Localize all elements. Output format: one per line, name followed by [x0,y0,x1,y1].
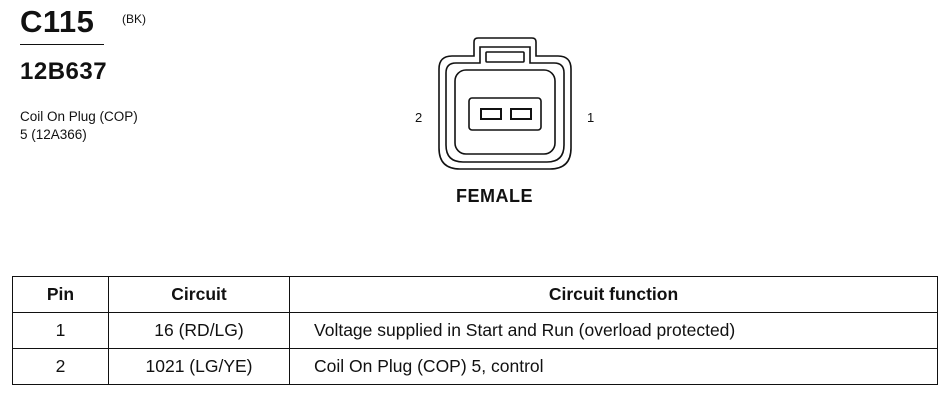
pinout-table: Pin Circuit Circuit function 1 16 (RD/LG… [12,276,938,385]
header-pin: Pin [12,276,109,313]
part-number: 12B637 [20,58,108,85]
cell-function: Voltage supplied in Start and Run (overl… [289,312,938,349]
title-rule [20,44,104,45]
color-code: (BK) [122,12,146,26]
connector-outer-housing [438,37,572,170]
connector-mid-housing [445,46,565,163]
latch-bar [485,51,525,63]
connector-cavity [454,69,556,155]
gender-label: FEMALE [456,186,533,206]
connector-face-drawing [438,37,572,170]
table-row: 2 1021 (LG/YE) Coil On Plug (COP) 5, con… [12,348,938,385]
pin-label-right: 1 [587,110,595,125]
description-line-2: 5 (12A366) [20,127,87,142]
cell-pin: 2 [12,348,109,385]
cell-function: Coil On Plug (COP) 5, control [289,348,938,385]
table-row: 1 16 (RD/LG) Voltage supplied in Start a… [12,312,938,349]
terminal-slot-pin-1 [510,108,532,120]
description-line-1: Coil On Plug (COP) [20,109,138,124]
cell-circuit: 1021 (LG/YE) [108,348,290,385]
terminal-block [468,97,542,131]
table-header-row: Pin Circuit Circuit function [12,276,938,313]
cell-pin: 1 [12,312,109,349]
header-circuit-function: Circuit function [289,276,938,313]
header-circuit: Circuit [108,276,290,313]
connector-description: Coil On Plug (COP) 5 (12A366) [20,108,138,144]
connector-id: C115 [20,4,95,39]
terminal-slot-pin-2 [480,108,502,120]
cell-circuit: 16 (RD/LG) [108,312,290,349]
pin-label-left: 2 [415,110,423,125]
